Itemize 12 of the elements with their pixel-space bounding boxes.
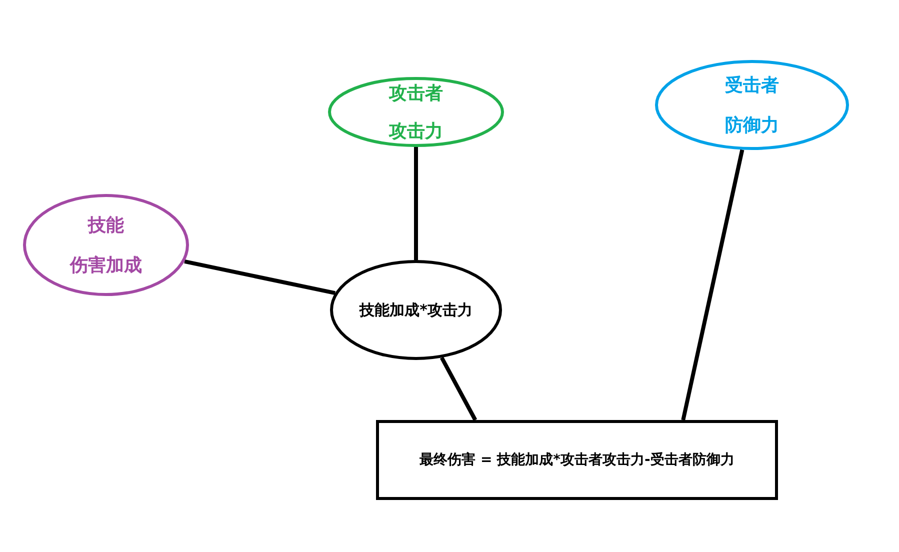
node-text: 防御力	[725, 114, 779, 137]
node-text: 攻击者	[389, 82, 443, 105]
node-text: 受击者	[725, 74, 779, 97]
node-text: 技能	[88, 214, 124, 237]
node-text: 最终伤害 = 技能加成*攻击者攻击力-受击者防御力	[420, 451, 734, 469]
connector-line	[440, 356, 478, 421]
connector-line	[184, 260, 336, 295]
node-text: 攻击力	[389, 120, 443, 143]
node-text: 技能加成*攻击力	[360, 300, 472, 320]
connector-line	[681, 149, 744, 420]
connector-line	[414, 147, 418, 260]
node-text: 伤害加成	[70, 254, 142, 277]
